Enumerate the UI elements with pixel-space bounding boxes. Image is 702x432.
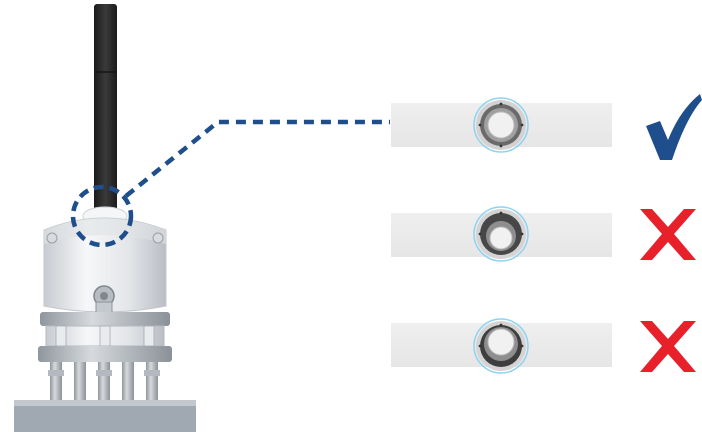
row-correct: [391, 94, 702, 160]
cross-mark-icon: [640, 321, 696, 372]
standoffs: [48, 362, 160, 402]
device-plate-lower: [38, 346, 172, 362]
leader-line: [124, 119, 390, 198]
grommet-ring-thick: [473, 206, 529, 262]
grommet-ring-even: [473, 97, 529, 153]
antenna: [94, 4, 117, 216]
sensor-device-illustration: [14, 4, 196, 432]
row-incorrect-2: [391, 318, 696, 374]
device-plate-upper: [40, 312, 170, 326]
check-mark-icon: [646, 94, 702, 160]
grommet-ring-thin: [473, 318, 529, 374]
cross-mark-icon: [640, 209, 696, 260]
highlight-circle: [70, 184, 134, 248]
row-incorrect-1: [391, 206, 696, 262]
